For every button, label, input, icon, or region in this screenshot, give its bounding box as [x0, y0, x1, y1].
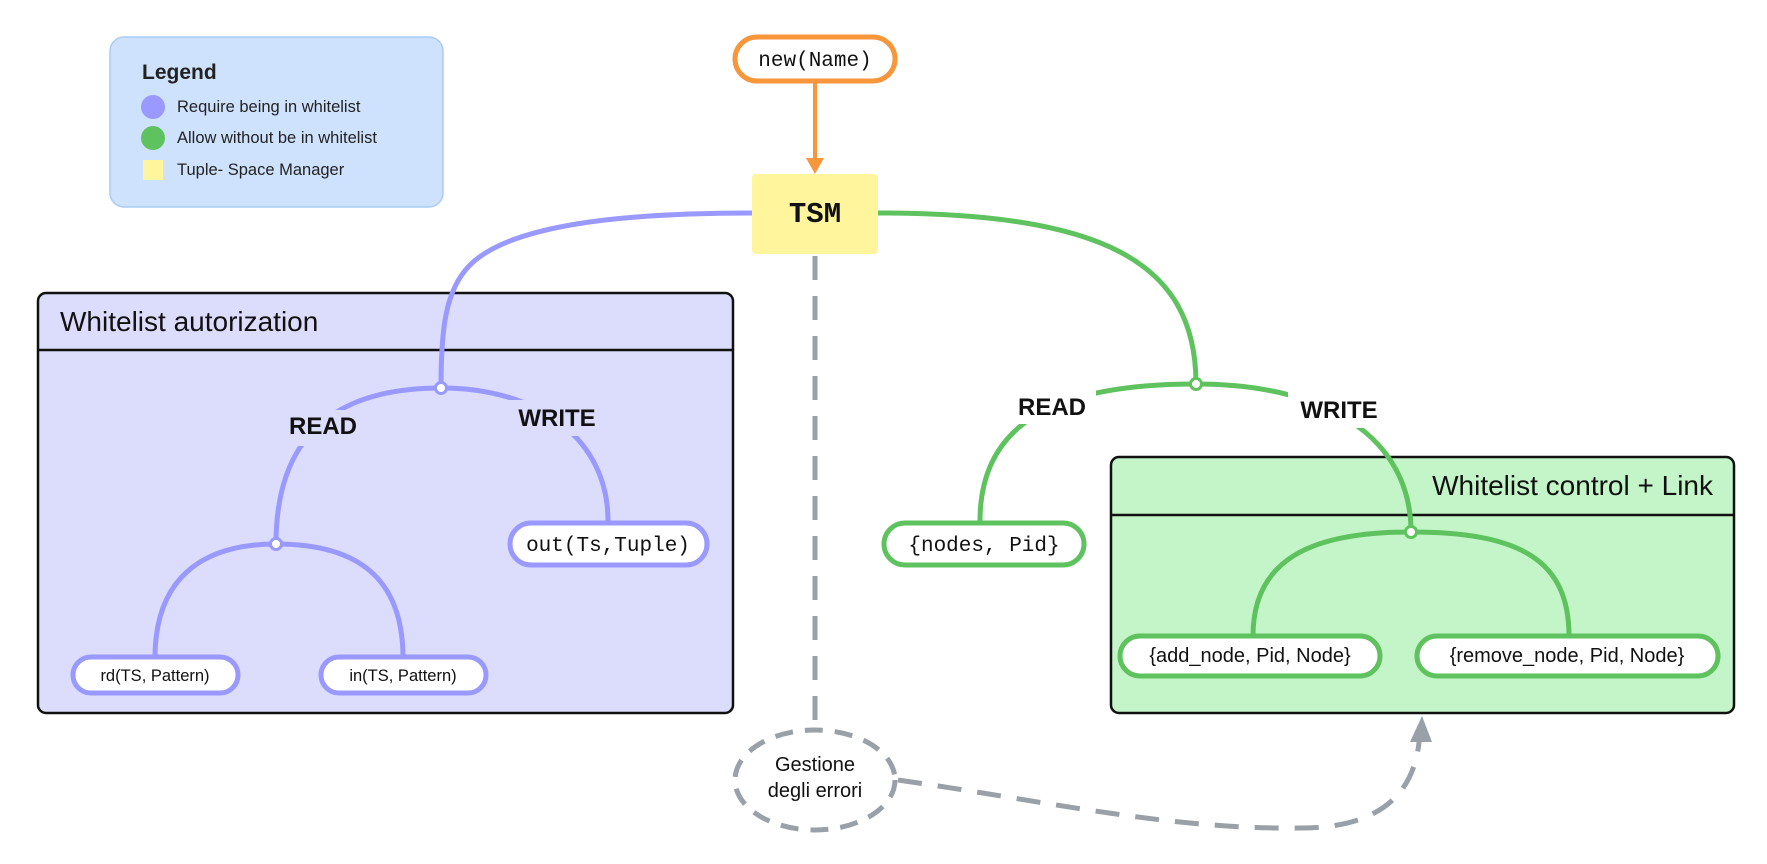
panel-title: Whitelist autorization	[60, 306, 318, 337]
label-bg	[1288, 392, 1394, 428]
node-pill	[318, 654, 489, 696]
node-pill	[507, 520, 710, 568]
legend-swatch-yellow	[143, 160, 163, 180]
legend-box	[109, 36, 444, 208]
node-pill	[70, 654, 241, 696]
label-bg	[280, 410, 366, 446]
out-node[interactable]: out(Ts,Tuple)	[507, 520, 710, 568]
junction-node	[269, 537, 283, 551]
arrow-head	[1410, 716, 1432, 742]
read-label: READ	[1018, 394, 1086, 421]
legend: Legend Require being in whitelist Allow …	[109, 36, 444, 208]
node-pill	[1414, 633, 1721, 679]
tsm-label: TSM	[789, 198, 841, 231]
tsm-node[interactable]: TSM	[752, 174, 878, 254]
node-label: in(TS, Pattern)	[349, 667, 456, 685]
branch-labels: READ WRITE READ WRITE	[280, 388, 1394, 446]
label-bg	[1010, 388, 1096, 424]
write-label: WRITE	[518, 405, 595, 432]
tsm-to-whitelist-branch	[438, 210, 753, 389]
node-pill	[732, 34, 898, 84]
remove-node-node[interactable]: {remove_node, Pid, Node}	[1414, 633, 1721, 679]
node-label: out(Ts,Tuple)	[526, 535, 690, 558]
legend-swatch-green	[141, 126, 165, 150]
add-node-node[interactable]: {add_node, Pid, Node}	[1117, 633, 1383, 679]
arrow-head	[806, 158, 824, 174]
error-arrow	[897, 729, 1423, 831]
tsm-to-control-branch	[876, 210, 1199, 385]
new-name-node[interactable]: new(Name)	[732, 34, 898, 84]
legend-item-label: Tuple- Space Manager	[177, 161, 345, 179]
rd-node[interactable]: rd(TS, Pattern)	[70, 654, 241, 696]
panel-title: Whitelist control + Link	[1432, 470, 1714, 501]
in-node[interactable]: in(TS, Pattern)	[318, 654, 489, 696]
node-pill	[881, 520, 1087, 568]
junction-node	[1189, 377, 1203, 391]
write-label: WRITE	[1300, 397, 1377, 424]
legend-item-label: Allow without be in whitelist	[177, 129, 377, 147]
error-handling-node[interactable]: Gestione degli errori	[732, 727, 898, 833]
error-label-line1: Gestione	[775, 754, 855, 776]
junction-node	[434, 381, 448, 395]
node-label: {nodes, Pid}	[908, 535, 1059, 558]
read-label: READ	[289, 413, 357, 440]
node-label: {add_node, Pid, Node}	[1149, 645, 1351, 667]
legend-item-label: Require being in whitelist	[177, 98, 361, 116]
node-label: rd(TS, Pattern)	[100, 667, 209, 685]
junction-node	[1404, 525, 1418, 539]
whitelist-autorization-panel: Whitelist autorization	[36, 291, 735, 715]
node-pill	[1117, 633, 1383, 679]
error-label-line2: degli errori	[768, 780, 862, 802]
label-bg	[508, 400, 608, 436]
node-label: {remove_node, Pid, Node}	[1450, 645, 1685, 667]
error-ellipse	[732, 727, 898, 833]
legend-swatch-purple	[141, 95, 165, 119]
whitelist-autorization-box	[36, 291, 735, 715]
legend-title: Legend	[142, 61, 217, 84]
tsm-box	[752, 174, 878, 254]
node-label: new(Name)	[758, 50, 871, 73]
nodes-pid-node[interactable]: {nodes, Pid}	[881, 520, 1087, 568]
